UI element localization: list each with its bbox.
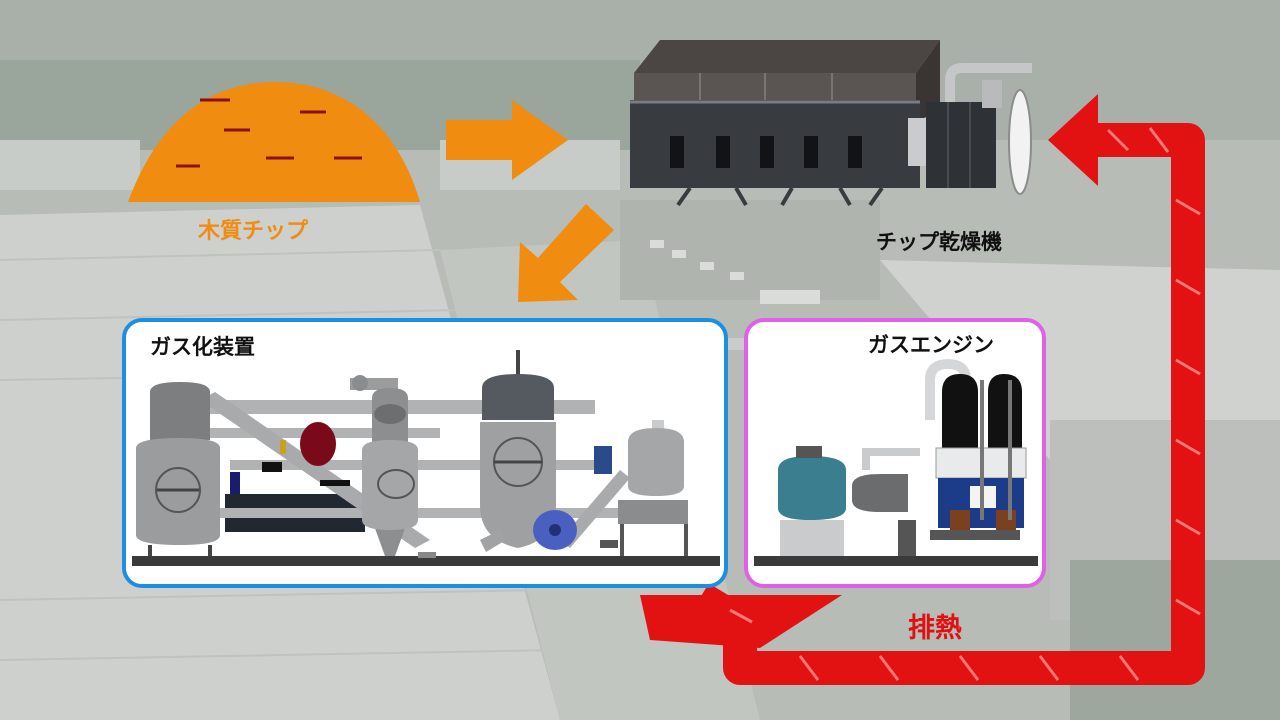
exhaust-heat-label: 排熱 [908, 613, 962, 644]
gas-engine-equipment [754, 358, 1038, 566]
arrow-down-left-icon [518, 204, 614, 302]
chip-dryer-machine [630, 40, 1032, 207]
gasifier-panel [122, 318, 728, 588]
wood-chip-pile [128, 82, 420, 202]
arrow-right-icon [446, 100, 568, 180]
gasifier-equipment [132, 350, 720, 566]
gas-engine-title: ガスエンジン [868, 333, 994, 357]
gasifier-title: ガス化装置 [150, 335, 255, 359]
exhaust-heat-loop [640, 94, 1205, 685]
chip-dryer-label: チップ乾燥機 [876, 230, 1002, 254]
wood-chip-label: 木質チップ [198, 219, 309, 244]
